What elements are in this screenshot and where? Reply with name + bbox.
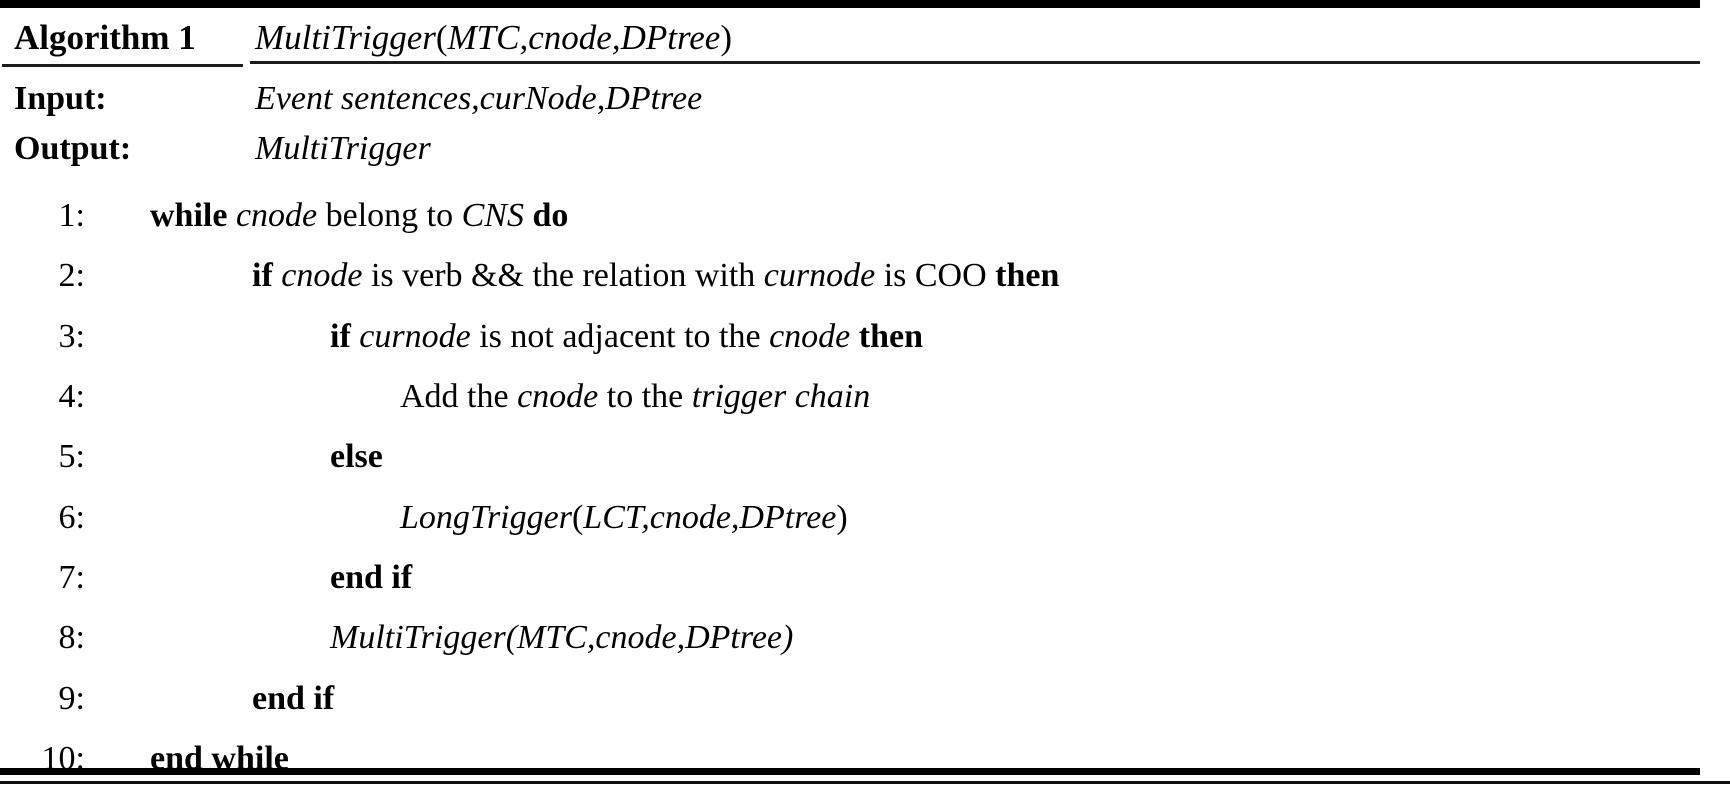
text-run: )	[720, 18, 732, 57]
text-run: end if	[330, 558, 413, 596]
line-number: 9:	[58, 679, 85, 717]
line-content: else	[330, 438, 383, 476]
text-run: Event sentences,curNode,DPtree	[255, 80, 703, 117]
page-edge-rule	[0, 781, 1730, 784]
algo-line-5: 5: else	[0, 427, 1700, 487]
text-run	[850, 318, 859, 355]
line-content: LongTrigger(LCT,cnode,DPtree)	[400, 499, 848, 537]
header-rule-left	[2, 64, 243, 67]
line-content: MultiTrigger(MTC,cnode,DPtree)	[330, 619, 793, 657]
text-run: CNS	[461, 197, 524, 235]
text-run: LongTrigger	[400, 498, 572, 536]
text-run: cnode	[235, 197, 318, 235]
text-run: Add the	[400, 378, 518, 416]
text-run: MultiTrigger	[255, 130, 431, 167]
text-run: MTC,cnode,DPtree	[447, 18, 721, 57]
algo-line-2: 2: if cnode is verb && the relation with…	[0, 246, 1700, 306]
line-number: 3:	[58, 317, 85, 355]
text-run: cnode	[517, 378, 599, 416]
line-content: Add the cnode to the trigger chain	[400, 378, 870, 416]
input-value: Event sentences,curNode,DPtree	[255, 78, 702, 120]
text-run: cnode	[281, 257, 363, 295]
header-rule-right	[250, 61, 1700, 64]
text-run: (	[571, 498, 584, 536]
text-run: while	[150, 197, 236, 235]
output-value: MultiTrigger	[255, 128, 431, 170]
line-content: if curnode is not adjacent to the cnode …	[330, 318, 923, 356]
text-run: then	[858, 317, 923, 355]
text-run: else	[330, 438, 383, 476]
algo-line-1: 1: while cnode belong to CNS do	[0, 186, 1700, 246]
text-run: to the	[598, 378, 692, 416]
input-label: Input:	[14, 80, 107, 117]
input-row: Input: Event sentences,curNode,DPtree	[0, 78, 1700, 120]
text-run: if	[330, 317, 360, 355]
text-run: is not adjacent to the	[470, 317, 770, 355]
code-lines: 1: while cnode belong to CNS do 2: if cn…	[0, 186, 1700, 787]
algorithm-title-text: MultiTrigger(MTC,cnode,DPtree)	[255, 18, 732, 57]
bottom-rule	[0, 768, 1700, 775]
output-label: Output:	[14, 130, 132, 167]
text-run: is verb && the relation with	[362, 257, 764, 295]
text-run: trigger chain	[691, 378, 871, 416]
text-run: )	[836, 498, 848, 536]
text-run: do	[532, 197, 569, 235]
algo-line-10: 10: end while	[0, 729, 1700, 787]
algorithm-title-row: Algorithm 1 MultiTrigger(MTC,cnode,DPtree…	[0, 18, 1700, 58]
top-rule	[0, 0, 1700, 8]
line-content: end if	[330, 559, 412, 597]
algo-line-8: 8: MultiTrigger(MTC,cnode,DPtree)	[0, 608, 1700, 668]
text-run: (	[435, 18, 448, 57]
algo-line-3: 3: if curnode is not adjacent to the cno…	[0, 307, 1700, 367]
line-number: 6:	[58, 498, 85, 536]
text-run: end if	[252, 679, 335, 717]
text-run: curnode	[359, 317, 471, 355]
text-run: LCT,cnode,DPtree	[583, 498, 837, 536]
output-row: Output: MultiTrigger	[0, 128, 1700, 170]
text-run: is COO	[875, 257, 996, 295]
algo-line-4: 4: Add the cnode to the trigger chain	[0, 367, 1700, 427]
text-run: curnode	[763, 257, 876, 295]
text-run: MultiTrigger(MTC,cnode,DPtree)	[330, 619, 794, 657]
line-number: 1:	[58, 197, 85, 235]
text-run: cnode	[769, 317, 851, 355]
line-number: 4:	[58, 378, 85, 416]
algo-line-7: 7: end if	[0, 548, 1700, 608]
line-number: 7:	[58, 558, 85, 596]
line-content: while cnode belong to CNS do	[150, 197, 568, 235]
algorithm-label: Algorithm 1	[14, 18, 196, 57]
text-run: MultiTrigger	[255, 18, 436, 57]
line-content: end if	[252, 680, 334, 718]
algo-line-9: 9: end if	[0, 668, 1700, 728]
line-number: 8:	[58, 619, 85, 657]
text-run: then	[995, 257, 1060, 295]
algo-line-6: 6: LongTrigger(LCT,cnode,DPtree)	[0, 487, 1700, 547]
line-content: if cnode is verb && the relation with cu…	[252, 257, 1059, 295]
line-number: 5:	[58, 438, 85, 476]
text-run: if	[252, 257, 282, 295]
text-run: belong to	[317, 197, 462, 235]
line-number: 2:	[58, 257, 85, 295]
